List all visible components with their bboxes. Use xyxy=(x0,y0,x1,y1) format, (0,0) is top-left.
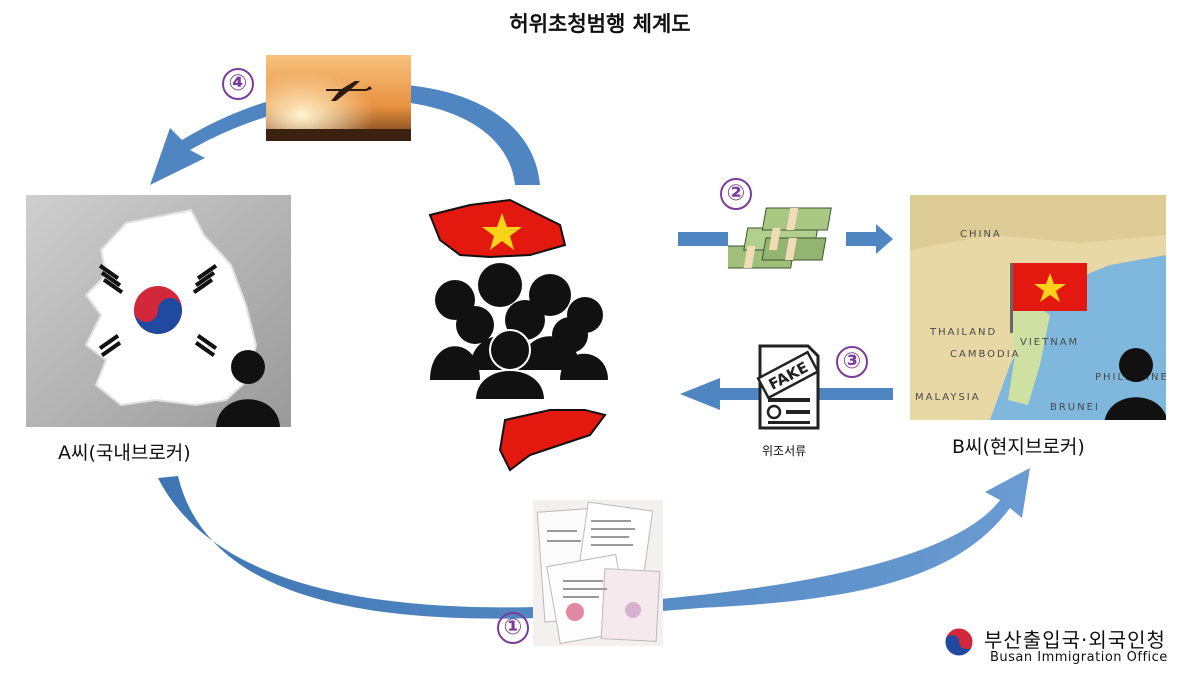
arrow-step4 xyxy=(150,83,540,185)
step-number-3: ③ xyxy=(836,346,868,378)
money-stack-icon xyxy=(728,207,832,269)
person-silhouette-icon xyxy=(216,350,280,427)
map-label-cambodia: CAMBODIA xyxy=(950,349,1021,360)
map-label-china: CHINA xyxy=(960,229,1002,240)
fake-docs-caption: 위조서류 xyxy=(762,444,807,458)
step-number-4: ④ xyxy=(222,68,254,100)
step-number-2: ② xyxy=(720,178,752,210)
step-number-1: ① xyxy=(497,612,529,644)
documents-photo xyxy=(533,500,663,646)
logo-korean-text: 부산출입국·외국인청 xyxy=(984,628,1166,652)
taegeuk-logo-icon xyxy=(944,627,974,657)
person-silhouette-icon xyxy=(1104,348,1166,420)
map-label-vietnam: VIETNAM xyxy=(1020,337,1079,348)
map-label-malaysia: MALAYSIA xyxy=(915,392,981,403)
airplane-icon xyxy=(326,81,372,101)
airplane-photo xyxy=(266,55,411,141)
vietnam-crowd-image xyxy=(428,198,608,472)
logo-english-text: Busan Immigration Office xyxy=(990,650,1168,665)
vietnam-region-map-image: CHINA THAILAND VIETNAM CAMBODIA MALAYSIA… xyxy=(910,195,1166,420)
fake-document-icon: FAKE xyxy=(756,344,820,430)
vietnam-star-icon xyxy=(482,213,522,250)
korea-map-image xyxy=(26,195,291,427)
page-title: 허위초청범행 체계도 xyxy=(509,12,691,36)
arrow-step1 xyxy=(158,468,1030,619)
arrow-step2-right xyxy=(846,224,893,254)
arrow-step2-left xyxy=(678,232,728,246)
crowd-icon xyxy=(430,263,608,401)
a-broker-label: A씨(국내브로커) xyxy=(58,442,191,464)
map-label-brunei: BRUNEI xyxy=(1050,402,1100,413)
b-broker-label: B씨(현지브로커) xyxy=(952,436,1085,458)
korean-flag-icon xyxy=(98,264,218,357)
vietnam-south-shape xyxy=(498,409,607,472)
map-label-thailand: THAILAND xyxy=(929,327,997,338)
vietnam-flag-icon xyxy=(1010,263,1087,333)
